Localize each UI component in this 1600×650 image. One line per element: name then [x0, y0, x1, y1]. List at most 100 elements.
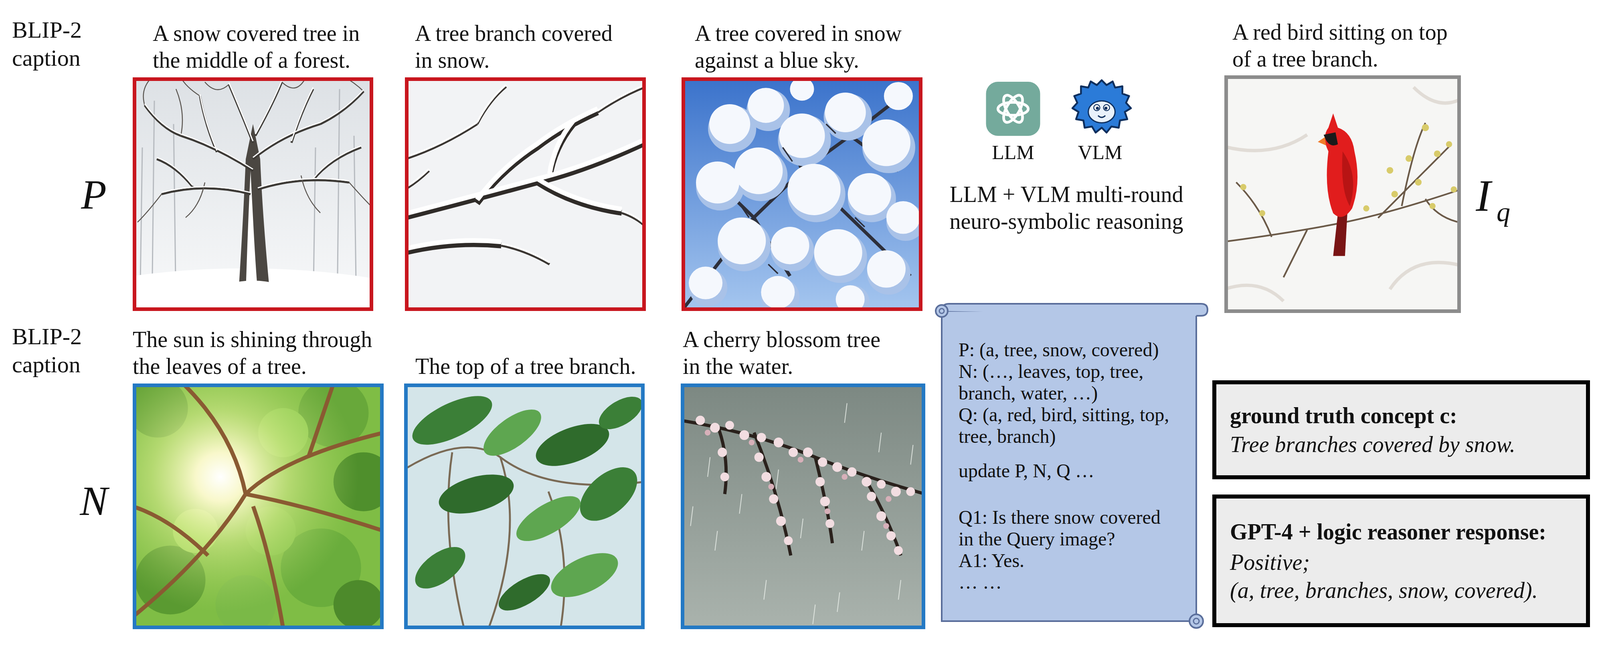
llm-icon-knot-part — [999, 92, 1027, 126]
box-heading: ground truth concept c: — [1229, 401, 1573, 430]
box-body: Tree branches covered by snow. — [1229, 430, 1573, 459]
snow-clumps-part — [688, 266, 723, 300]
blossoms-part — [783, 536, 793, 546]
blossom-shade-part — [841, 474, 848, 481]
blossoms-part — [832, 462, 842, 473]
snow-clumps-part — [695, 161, 740, 204]
scroll-curl-inner — [939, 308, 945, 314]
image-caption: A snow covered tree in the middle of a f… — [152, 20, 378, 74]
reasoning-line: update P, N, Q … — [958, 460, 1178, 482]
branches — [681, 89, 911, 312]
snow-clumps-part — [867, 250, 906, 288]
blossoms-part — [847, 467, 857, 477]
leaf-clusters-part — [570, 457, 647, 532]
blossoms-part — [725, 420, 735, 430]
snow-clumps-part — [883, 82, 913, 111]
image-caption: A red bird sitting on top of a tree bran… — [1232, 18, 1459, 73]
bird-mask — [1323, 132, 1338, 146]
blossoms-part — [817, 457, 828, 468]
bird-tail — [1332, 213, 1348, 257]
leaf-clusters-part — [493, 567, 556, 619]
reasoning-line: N: (…, leaves, top, tree, branch, water,… — [958, 360, 1178, 405]
blossoms-part — [825, 519, 835, 528]
set-symbol: P — [80, 169, 107, 221]
blossoms-part — [861, 477, 872, 488]
sunlit-leaves-photo — [127, 378, 394, 635]
blossoms-part — [894, 546, 903, 556]
leaf-clusters-part — [544, 544, 625, 607]
blossoms-part — [788, 447, 798, 458]
buds-part — [1434, 150, 1441, 158]
photo-ground — [132, 77, 374, 312]
snow-clumps-part — [717, 217, 766, 265]
blossoms-part — [891, 486, 901, 497]
row-label: BLIP-2 caption — [12, 16, 109, 72]
blossoms-part — [720, 472, 730, 482]
blossoms — [695, 415, 915, 556]
cardinal-photo — [1224, 75, 1461, 314]
buds-part — [1446, 141, 1453, 148]
reasoning-line: Q: (a, red, bird, sitting, top, tree, br… — [958, 404, 1178, 448]
blossoms-part — [876, 479, 886, 489]
blossoms-part — [906, 487, 915, 497]
blurred-branches — [1224, 87, 1461, 302]
image-caption: A cherry blossom tree in the water. — [682, 326, 892, 381]
blossoms-part — [756, 432, 767, 443]
positive-image: A tree covered in snow against a blue sk… — [681, 77, 923, 312]
scroll-top-roll — [941, 303, 1208, 316]
snow-clumps-part — [814, 229, 863, 277]
snow-clumps-part — [747, 87, 784, 123]
branches — [144, 82, 364, 195]
snow-shadow-part — [835, 285, 870, 319]
snow-mound — [219, 280, 287, 304]
reasoning-scroll: P: (a, tree, snow, covered)N: (…, leaves… — [930, 299, 1210, 633]
snow-clumps-part — [862, 119, 911, 167]
leaf-masses — [127, 378, 394, 635]
leaf-clusters-part — [434, 467, 518, 522]
photo-ground — [404, 77, 646, 312]
scroll-text: P: (a, tree, snow, covered)N: (…, leaves… — [958, 339, 1178, 594]
query-symbol: I — [1475, 168, 1491, 223]
blossom-water-photo — [680, 383, 926, 630]
image-caption: The sun is shining through the leaves of… — [132, 326, 386, 381]
blossom-shade-part — [824, 508, 831, 515]
model-label: LLM — [991, 140, 1035, 165]
image-caption: The top of a tree branch. — [415, 353, 648, 381]
branches — [680, 420, 926, 556]
bird-wing — [1342, 151, 1354, 207]
llm-icon-knot-part — [997, 102, 1029, 116]
snow-clumps-part — [770, 226, 810, 265]
rain-streaks — [690, 403, 913, 625]
water — [680, 383, 926, 630]
blossom-shade-part — [885, 496, 892, 503]
leaf-clusters-part — [593, 390, 648, 436]
image-caption: A tree covered in snow against a blue sk… — [694, 20, 920, 74]
positive-image: A snow covered tree in the middle of a f… — [132, 77, 374, 312]
llm-icon-tile — [986, 81, 1041, 136]
blossoms-part — [773, 437, 784, 448]
blossoms-part — [709, 422, 720, 433]
scroll-curl — [935, 305, 948, 318]
box-heading: GPT-4 + logic reasoner response: — [1229, 517, 1573, 547]
twig-snow — [404, 84, 646, 263]
blossoms-part — [739, 430, 749, 441]
negative-image: A cherry blossom tree in the water. — [680, 383, 926, 630]
buds-part — [1405, 155, 1413, 162]
blossoms-part — [866, 491, 876, 502]
llm-icon-knot — [997, 92, 1029, 126]
twigs — [739, 124, 865, 274]
snow-tree-photo — [132, 77, 374, 312]
leaf-clusters-part — [509, 487, 587, 551]
scroll-curl-inner — [1193, 618, 1200, 625]
blossoms-part — [886, 531, 896, 541]
snow-clumps-part — [847, 173, 892, 216]
branch-snow — [144, 80, 364, 193]
snow-branch-photo — [404, 77, 646, 312]
photo-ground — [1224, 75, 1461, 314]
row-label: BLIP-2 caption — [12, 322, 109, 379]
blossom-shade — [704, 429, 892, 530]
snow-shadow — [688, 89, 925, 318]
buds-part — [1259, 210, 1266, 217]
blossom-shade-part — [883, 523, 890, 530]
